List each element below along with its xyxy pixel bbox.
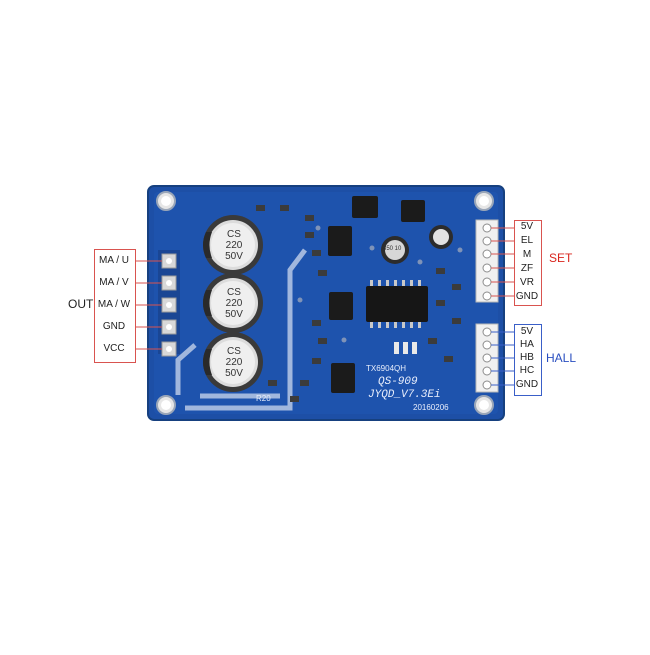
cap-value: 220 xyxy=(225,357,243,368)
hall-pin-5v: 5V xyxy=(520,326,534,337)
capacitor-label-3: CS 220 50V xyxy=(219,346,249,379)
silkscreen-model: QS-909 xyxy=(378,376,418,388)
small-capacitor xyxy=(381,225,453,264)
leader-lines-hall xyxy=(491,331,514,386)
hall-group-label: HALL xyxy=(546,351,577,365)
out-pin-gnd: GND xyxy=(102,321,126,332)
out-pin-labels xyxy=(94,249,136,363)
cap-voltage: 50V xyxy=(225,251,243,262)
out-group-label: OUT xyxy=(68,297,94,311)
silkscreen-chip-id: TX6904QH xyxy=(366,364,407,373)
hall-header xyxy=(475,323,499,393)
smd-resistors-white xyxy=(394,342,417,354)
out-pin-ma-v: MA / V xyxy=(99,277,129,288)
hall-pin-hb: HB xyxy=(520,352,534,363)
leader-lines-set xyxy=(491,227,514,297)
set-pin-5v: 5V xyxy=(520,221,534,232)
hall-pin-labels xyxy=(514,324,542,396)
out-header xyxy=(158,250,180,357)
hall-pin-hc: HC xyxy=(519,365,535,376)
smd-components xyxy=(256,205,461,402)
set-pin-vr: VR xyxy=(520,277,534,288)
set-pin-gnd: GND xyxy=(515,291,539,302)
set-pin-zf: ZF xyxy=(520,263,534,274)
capacitor-1 xyxy=(203,215,263,275)
out-pin-ma-u: MA / U xyxy=(98,255,129,266)
cap-voltage: 50V xyxy=(225,309,243,320)
set-header xyxy=(475,219,499,303)
cap-value: 220 xyxy=(225,298,243,309)
cap-voltage: 50V xyxy=(225,368,243,379)
set-pin-labels xyxy=(514,220,542,306)
set-pin-m: M xyxy=(522,249,532,260)
hall-pin-ha: HA xyxy=(520,339,534,350)
out-pin-vcc: VCC xyxy=(103,343,125,354)
capacitor-2 xyxy=(203,273,263,333)
silkscreen-version: JYQD_V7.3Ei xyxy=(368,389,441,401)
mosfet-chips xyxy=(328,196,425,393)
power-traces xyxy=(175,248,307,411)
driver-ic xyxy=(366,280,428,328)
out-pin-ma-w: MA / W xyxy=(97,299,131,310)
capacitor-label-2: CS 220 50V xyxy=(219,287,249,320)
silkscreen-date: 20160206 xyxy=(413,403,449,412)
set-pin-el: EL xyxy=(520,235,534,246)
small-capacitor-label: 350 10 xyxy=(383,246,402,252)
silkscreen-resistor: R20 xyxy=(256,394,271,403)
cap-brand: CS xyxy=(227,287,241,298)
leader-lines-out xyxy=(134,260,162,350)
cap-brand: CS xyxy=(227,229,241,240)
cap-brand: CS xyxy=(227,346,241,357)
set-group-label: SET xyxy=(549,251,573,265)
capacitor-3 xyxy=(203,332,263,392)
hall-pin-gnd: GND xyxy=(515,379,539,390)
capacitor-label-1: CS 220 50V xyxy=(219,229,249,262)
cap-value: 220 xyxy=(225,240,243,251)
